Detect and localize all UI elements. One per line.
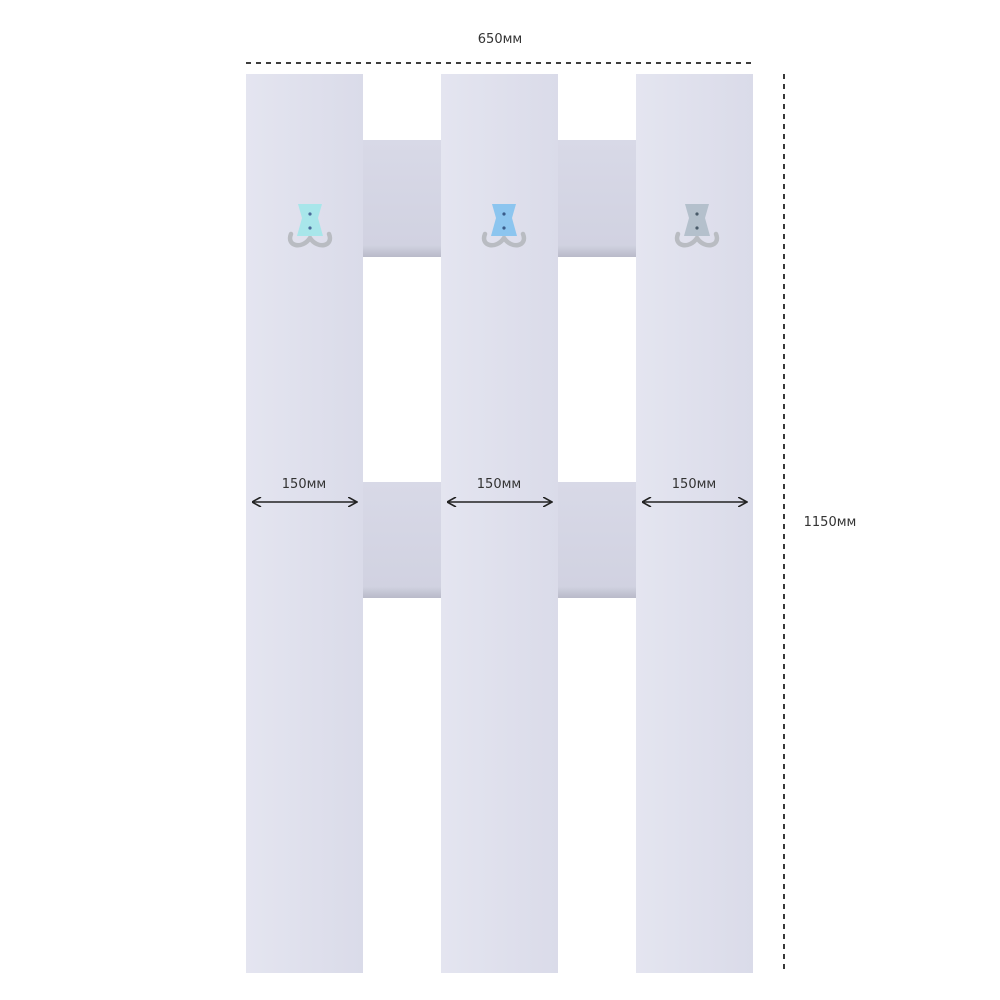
- hooks: [287, 204, 720, 248]
- lower-crossbar-right: [557, 482, 637, 598]
- plank-width-label: 150мм: [672, 477, 716, 492]
- double-coat-hook-icon: [674, 204, 720, 248]
- crossbars: [362, 140, 637, 598]
- total-width-label: 650мм: [478, 32, 522, 47]
- total-width-dimension: 650мм: [246, 32, 755, 64]
- lower-crossbar-left: [362, 482, 442, 598]
- plank-width-label: 150мм: [477, 477, 521, 492]
- plank-width-dimensions: 150мм 150мм 150мм: [253, 477, 746, 502]
- upper-crossbar-right: [557, 140, 637, 257]
- plank-width-dimension-center: 150мм: [448, 477, 551, 502]
- total-height-dimension: 1150мм: [783, 74, 857, 970]
- upper-crossbar-left: [362, 140, 442, 257]
- plank-width-label: 150мм: [282, 477, 326, 492]
- plank-width-dimension-right: 150мм: [643, 477, 746, 502]
- total-height-label: 1150мм: [804, 515, 857, 530]
- double-coat-hook-icon: [287, 204, 333, 248]
- plank-width-dimension-left: 150мм: [253, 477, 356, 502]
- double-coat-hook-icon: [481, 204, 527, 248]
